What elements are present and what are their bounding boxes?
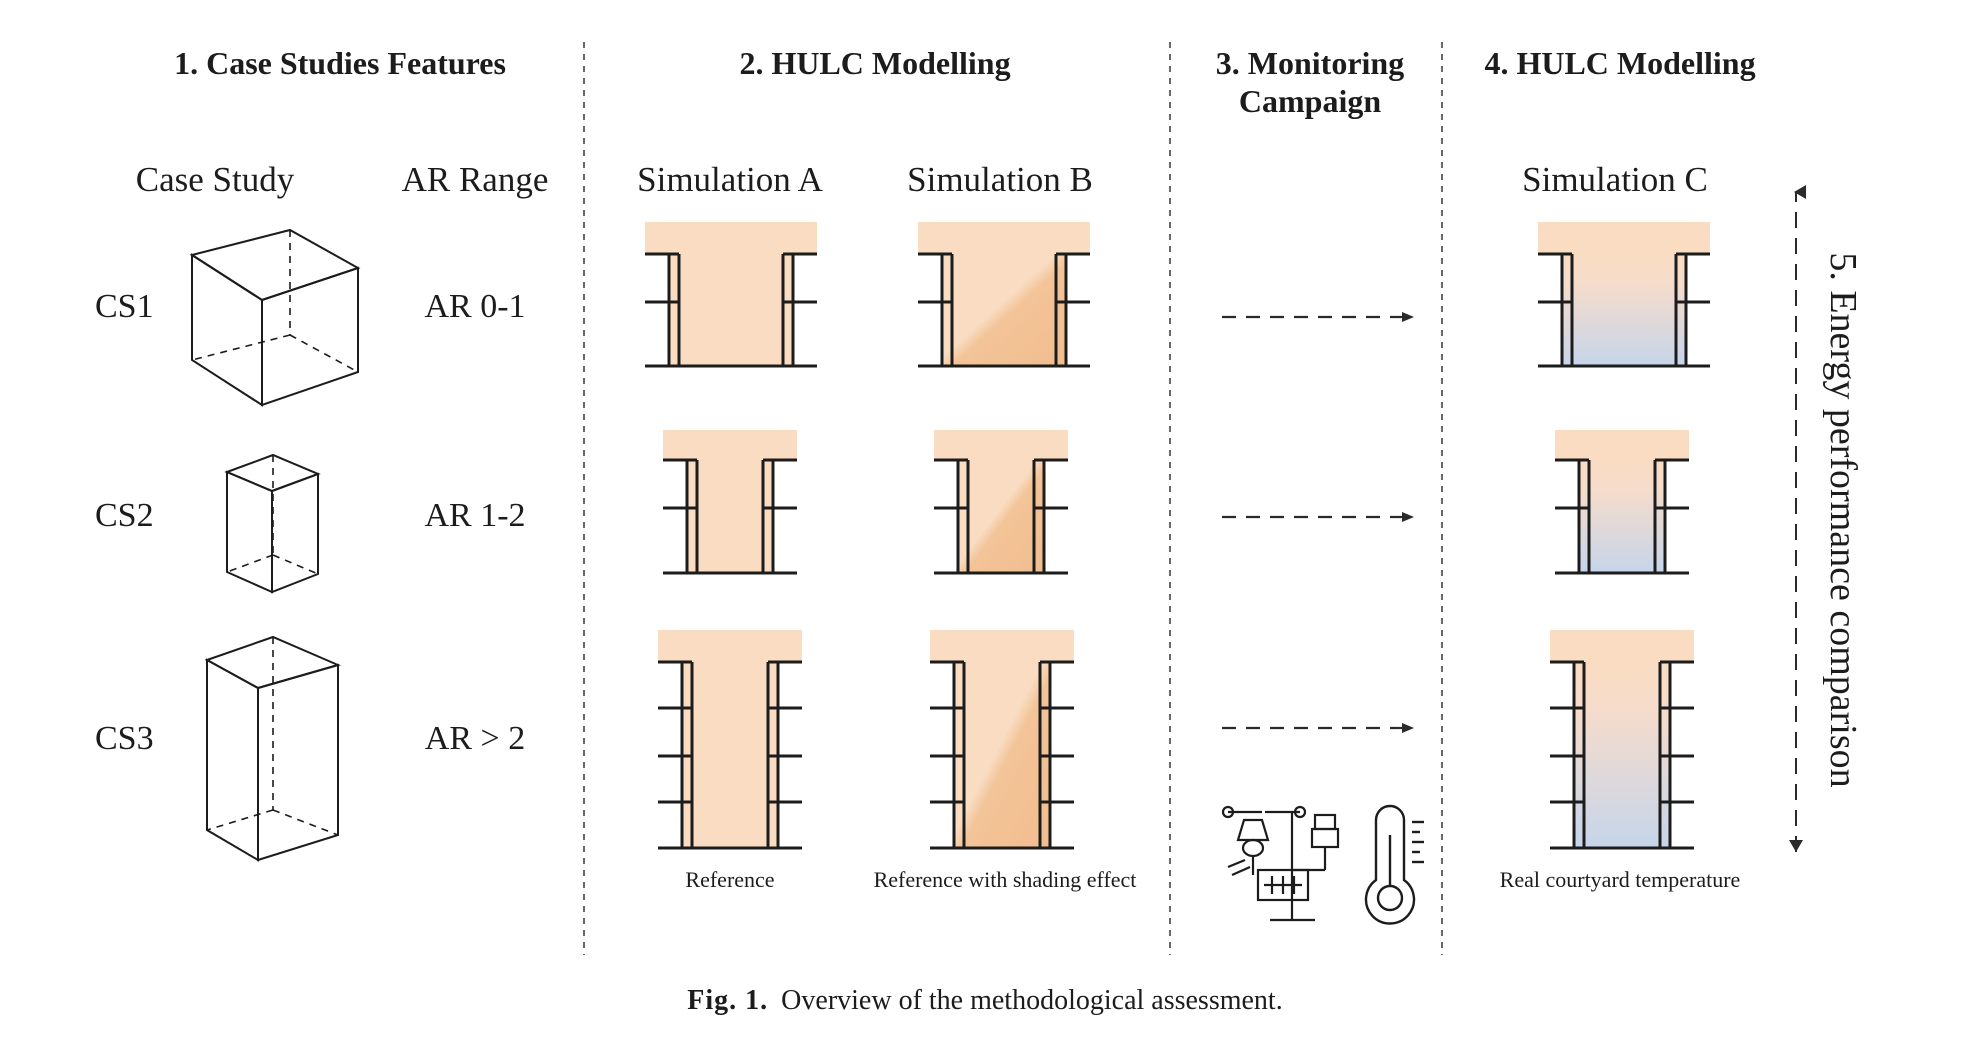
column-head-case-study: Case Study bbox=[135, 160, 295, 199]
column-head-ar-range: AR Range bbox=[401, 160, 549, 199]
ar-label-cs1: AR 0-1 bbox=[424, 288, 526, 325]
courtyard-sim-c-cs3 bbox=[1550, 630, 1694, 850]
courtyard-sim-a-cs2 bbox=[663, 430, 797, 575]
comparison-arrow-down-head bbox=[1789, 840, 1803, 852]
courtyard-sim-b-cs2 bbox=[934, 430, 1068, 575]
courtyard-sim-b-cs3 bbox=[930, 630, 1074, 850]
section-title-monitoring-line1: 3. Monitoring bbox=[1215, 45, 1405, 81]
column-head-simulation-c: Simulation C bbox=[1522, 160, 1708, 199]
label-reference-shading: Reference with shading effect bbox=[873, 867, 1137, 892]
courtyard-sim-a-cs1 bbox=[645, 222, 817, 368]
case-label-cs3: CS3 bbox=[95, 720, 154, 757]
section-title-hulc-modelling-2: 4. HULC Modelling bbox=[1484, 45, 1756, 81]
courtyard-sim-c-cs1 bbox=[1538, 222, 1710, 368]
section-title-monitoring-line2: Campaign bbox=[1238, 83, 1382, 119]
figure-caption-text: Overview of the methodological assessmen… bbox=[781, 985, 1283, 1016]
courtyard-sim-c-cs2 bbox=[1555, 430, 1689, 575]
case-label-cs1: CS1 bbox=[95, 288, 154, 325]
ar-label-cs3: AR > 2 bbox=[424, 720, 526, 757]
cube-cs1 bbox=[189, 228, 361, 407]
weather-station-icon bbox=[1221, 805, 1340, 922]
figure-caption: Fig. 1. Overview of the methodological a… bbox=[0, 985, 1970, 1017]
label-reference: Reference bbox=[685, 867, 775, 892]
ar-label-cs2: AR 1-2 bbox=[424, 497, 526, 534]
figure-caption-label: Fig. 1. bbox=[687, 985, 769, 1016]
label-real-courtyard-temperature: Real courtyard temperature bbox=[1499, 867, 1741, 892]
section-title-case-studies: 1. Case Studies Features bbox=[174, 45, 506, 81]
thermometer-icon bbox=[1364, 804, 1424, 925]
column-head-simulation-b: Simulation B bbox=[907, 160, 1093, 199]
courtyard-sim-a-cs3 bbox=[658, 630, 802, 850]
column-head-simulation-a: Simulation A bbox=[637, 160, 823, 199]
courtyard-sim-b-cs1 bbox=[918, 222, 1090, 368]
prism-cs3 bbox=[204, 635, 341, 862]
section-title-hulc-modelling-1: 2. HULC Modelling bbox=[739, 45, 1011, 81]
case-label-cs2: CS2 bbox=[95, 497, 154, 534]
prism-cs2 bbox=[224, 453, 321, 594]
section-title-monitoring-campaign: 3. Monitoring Campaign bbox=[1170, 44, 1450, 120]
